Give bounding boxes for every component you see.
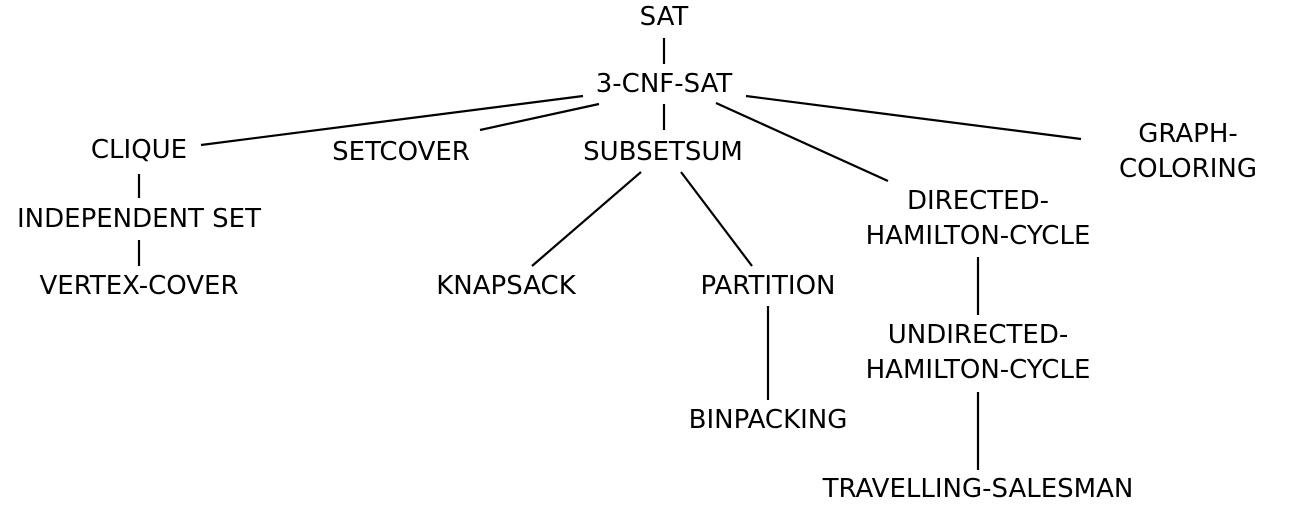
node-clique: CLIQUE: [90, 135, 188, 165]
node-sat: SAT: [639, 2, 689, 32]
edge-subsetsum-knapsack: [531, 171, 642, 267]
node-3-cnf-sat: 3-CNF-SAT: [595, 69, 733, 99]
node-undirected-hamilton-cycle: UNDIRECTED- HAMILTON-CYCLE: [865, 320, 1091, 385]
node-independent-set: INDEPENDENT SET: [17, 204, 261, 234]
node-binpacking: BINPACKING: [688, 405, 848, 435]
node-directed-hamilton-cycle: DIRECTED- HAMILTON-CYCLE: [865, 186, 1091, 251]
node-graph-coloring: GRAPH- COLORING: [1119, 119, 1257, 184]
edge-subsetsum-partition: [680, 171, 753, 267]
node-partition: PARTITION: [700, 271, 836, 301]
node-knapsack: KNAPSACK: [436, 271, 576, 301]
edge-cnf-dirham: [715, 101, 889, 183]
node-setcover: SETCOVER: [332, 137, 470, 167]
node-subsetsum: SUBSETSUM: [583, 137, 743, 167]
edge-cnf-setcover: [479, 102, 600, 132]
node-vertex-cover: VERTEX-COVER: [39, 271, 239, 301]
edge-cnf-clique: [200, 94, 584, 147]
node-travelling-salesman: TRAVELLING-SALESMAN: [822, 474, 1134, 504]
edge-cnf-graphcolor: [745, 94, 1082, 141]
